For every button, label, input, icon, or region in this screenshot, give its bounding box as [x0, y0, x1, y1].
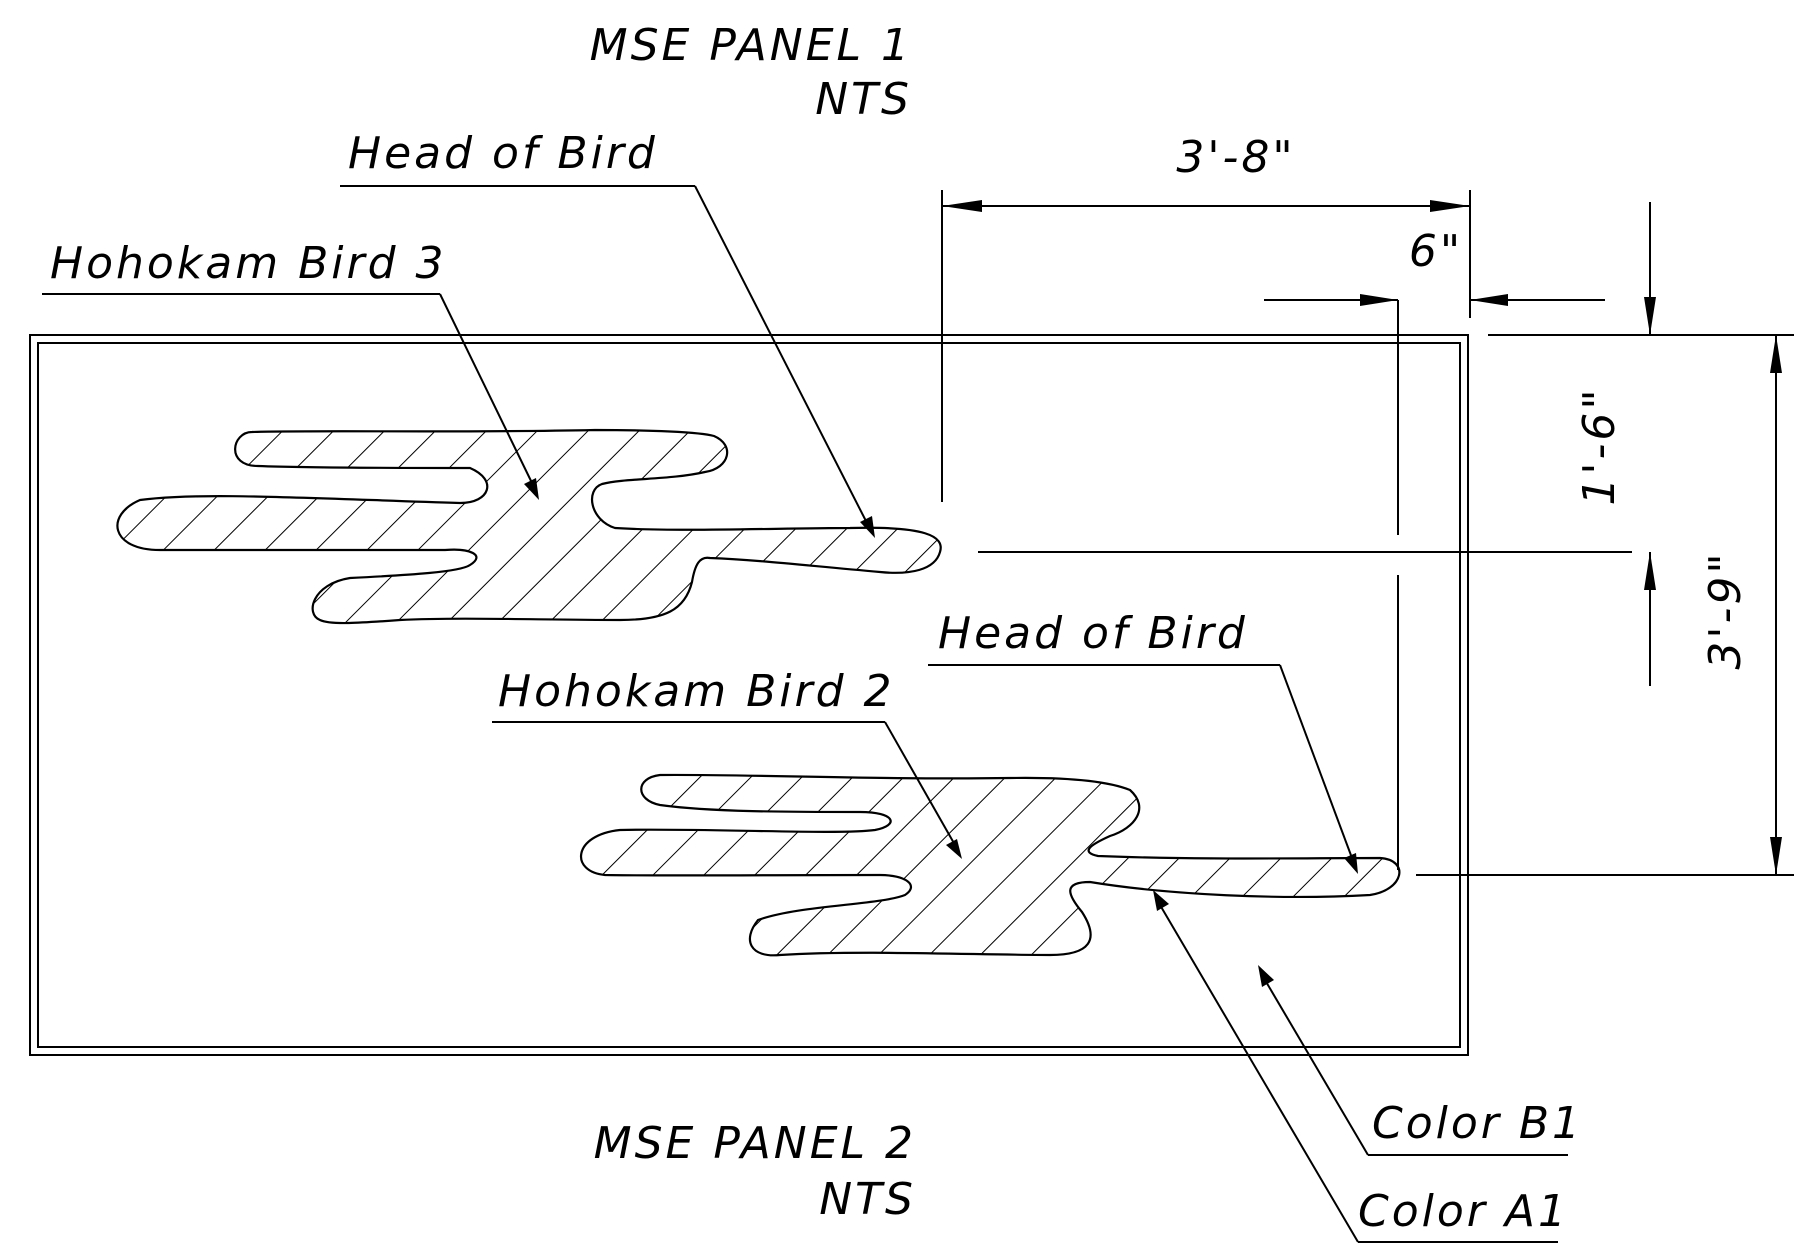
dimension-edge-offset: 6" — [1264, 226, 1605, 870]
color-a1-label: Color A1 — [1358, 1186, 1569, 1237]
callout-color-b1: Color B1 — [1258, 965, 1583, 1156]
panel2-title: MSE PANEL 2 — [594, 1118, 916, 1169]
hohokam-bird-3-label: Hohokam Bird 3 — [50, 238, 447, 289]
head-of-bird-upper-label: Head of Bird — [348, 128, 658, 179]
head-of-bird-lower-label: Head of Bird — [938, 608, 1248, 659]
hohokam-bird-3-shape — [116, 428, 942, 625]
callout-head-of-bird-upper: Head of Bird — [340, 128, 875, 538]
upper-head-height-value: 1'-6" — [1574, 386, 1625, 505]
callout-head-of-bird-lower: Head of Bird — [928, 608, 1358, 874]
callout-color-a1: Color A1 — [1153, 890, 1569, 1243]
dimension-upper-head-height: 1'-6" — [978, 202, 1794, 686]
panel1-title: MSE PANEL 1 — [590, 20, 912, 71]
lower-head-height-value: 3'-9" — [1700, 550, 1751, 669]
callout-hohokam-bird-3: Hohokam Bird 3 — [42, 238, 539, 500]
dimension-overall-width: 3'-8" — [941, 132, 1471, 502]
overall-width-value: 3'-8" — [1176, 132, 1295, 183]
hohokam-bird-2-shape — [579, 773, 1401, 957]
hohokam-bird-2-label: Hohokam Bird 2 — [498, 666, 895, 717]
edge-offset-value: 6" — [1409, 226, 1463, 277]
color-b1-label: Color B1 — [1372, 1098, 1583, 1149]
panel-border — [29, 334, 1469, 1056]
panel1-scale: NTS — [815, 74, 912, 125]
dimension-lower-head-height: 3'-9" — [1416, 335, 1794, 876]
callout-hohokam-bird-2: Hohokam Bird 2 — [492, 666, 962, 859]
panel2-scale: NTS — [819, 1174, 916, 1225]
